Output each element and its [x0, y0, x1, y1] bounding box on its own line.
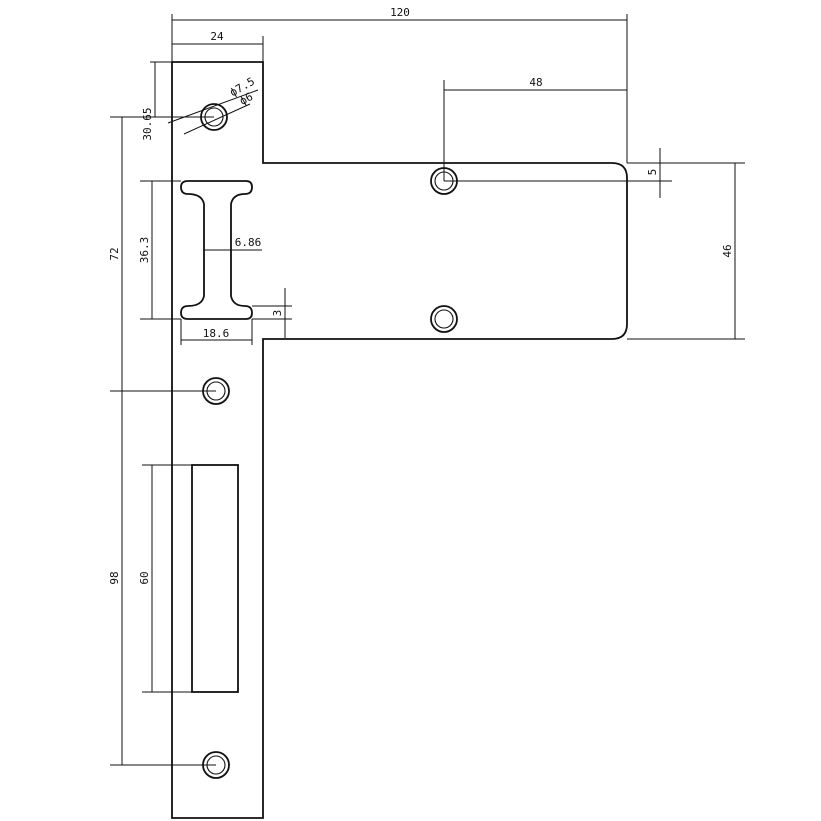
i-shaped-slot	[180, 180, 253, 320]
dim-arm-height: 46	[721, 244, 734, 257]
dim-lower-hole-span: 98	[108, 571, 121, 584]
dim-arm-hole-offset: 48	[529, 76, 542, 89]
dim-hole-edge-offset: 5	[646, 169, 659, 176]
dim-strike-span: 72	[108, 247, 121, 260]
dim-i-slot-flange: 3	[271, 310, 284, 317]
dim-i-slot-height: 36.3	[138, 237, 151, 264]
dimension-lines	[110, 14, 745, 766]
dim-plate-width: 24	[210, 30, 224, 43]
plate-outline	[171, 61, 628, 819]
dim-i-slot-web: 6.86	[235, 236, 262, 249]
dim-overall-width: 120	[390, 6, 410, 19]
dim-i-slot-width: 18.6	[203, 327, 230, 340]
hole-arm-bottom	[430, 305, 458, 333]
dim-top-hole-offset: 30.65	[141, 107, 154, 140]
rect-slot	[191, 464, 239, 693]
dim-hole-inner-diameter: ϕ6	[237, 90, 255, 108]
dim-rect-slot-height: 60	[138, 571, 151, 584]
